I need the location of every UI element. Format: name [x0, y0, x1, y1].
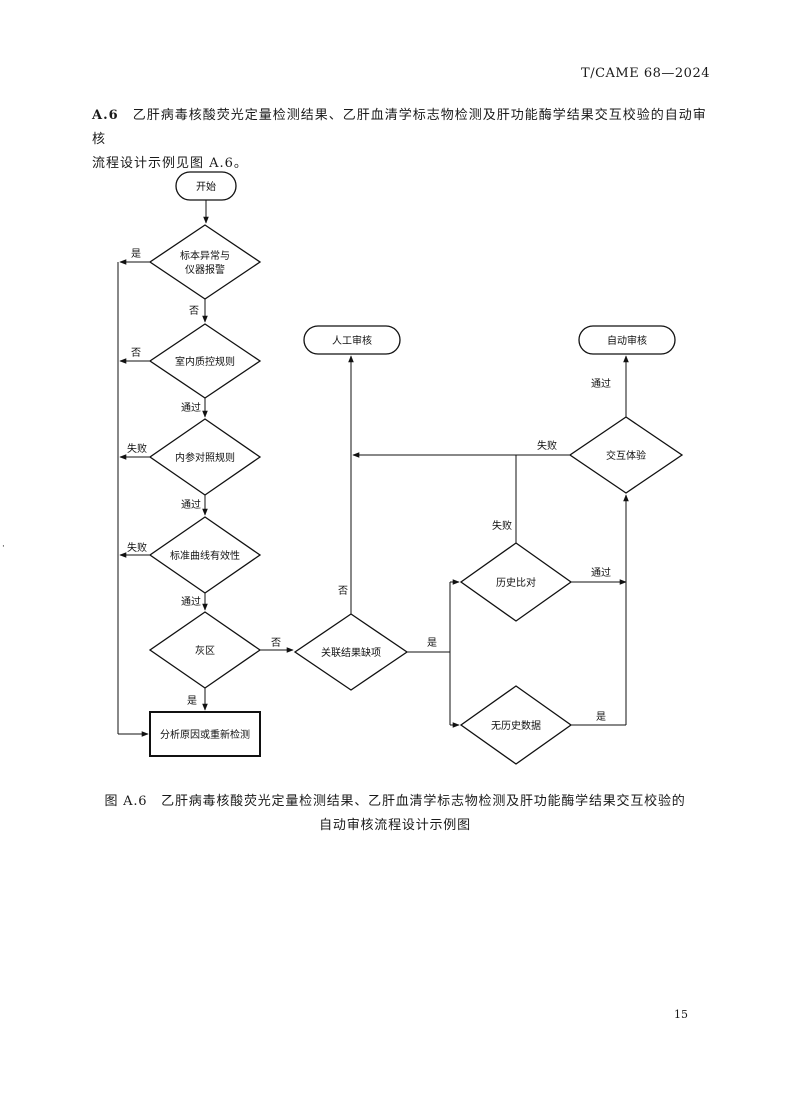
manual-review-terminal — [303, 325, 401, 355]
edge-label-iqc-no: 否 — [131, 347, 141, 359]
edge-label-alarm-no: 否 — [189, 305, 199, 317]
edge-label-missing-no: 否 — [338, 585, 348, 597]
edge-label-cross-pass: 通过 — [591, 377, 611, 390]
iqc-label: 室内质控规则 — [175, 355, 235, 368]
alarm-decision — [148, 224, 262, 300]
history-compare-decision — [459, 542, 573, 622]
manual-review-label: 人工审核 — [332, 334, 372, 347]
auto-review-label: 自动审核 — [607, 334, 647, 347]
edge-label-ref-pass: 通过 — [181, 498, 201, 511]
start-label: 开始 — [196, 180, 216, 193]
edge-label-alarm-yes: 是 — [131, 248, 141, 260]
edge-label-iqc-pass: 通过 — [181, 401, 201, 414]
standard-number: T/CAME 68—2024 — [581, 66, 710, 81]
related-missing-label: 关联结果缺项 — [321, 646, 381, 659]
left-margin-mark: · — [2, 542, 5, 552]
no-history-label: 无历史数据 — [491, 719, 541, 732]
edge-label-history-pass: 通过 — [591, 566, 611, 579]
analyze-label: 分析原因或重新检测 — [160, 728, 250, 741]
edge-label-curve-fail: 失败 — [127, 541, 147, 554]
intro-line-1: A.6 乙肝病毒核酸荧光定量检测结果、乙肝血清学标志物检测及肝功能酶学结果交互校… — [92, 104, 717, 152]
std-curve-label: 标准曲线有效性 — [170, 549, 240, 562]
intro-label: A.6 — [92, 108, 119, 123]
intro-line-2: 流程设计示例见图 A.6。 — [92, 156, 248, 171]
no-history-decision — [459, 685, 573, 765]
page-number: 15 — [674, 1008, 688, 1021]
alarm-label-1: 标本异常与 — [180, 249, 230, 262]
edge-label-history-fail: 失败 — [492, 519, 512, 532]
edge-label-cross-fail: 失败 — [537, 439, 557, 452]
edge-label-nohistory-yes: 是 — [596, 711, 606, 723]
alarm-label-2: 仪器报警 — [185, 263, 225, 276]
edge-label-missing-yes: 是 — [427, 637, 437, 649]
intro-text-1: 乙肝病毒核酸荧光定量检测结果、乙肝血清学标志物检测及肝功能酶学结果交互校验的自动… — [92, 108, 707, 147]
cross-check-decision — [568, 416, 684, 494]
history-compare-label: 历史比对 — [496, 576, 536, 589]
edge-label-curve-pass: 通过 — [181, 595, 201, 608]
figure-caption: 图 A.6 乙肝病毒核酸荧光定量检测结果、乙肝血清学标志物检测及肝功能酶学结果交… — [80, 790, 710, 838]
edge-label-gray-yes: 是 — [187, 695, 197, 707]
connectors — [117, 200, 629, 737]
auto-review-terminal — [578, 325, 676, 355]
caption-line-1: 图 A.6 乙肝病毒核酸荧光定量检测结果、乙肝血清学标志物检测及肝功能酶学结果交… — [104, 794, 686, 809]
intro-paragraph: A.6 乙肝病毒核酸荧光定量检测结果、乙肝血清学标志物检测及肝功能酶学结果交互校… — [92, 104, 717, 176]
cross-check-label: 交互体验 — [606, 449, 646, 462]
caption-line-2: 自动审核流程设计示例图 — [319, 818, 471, 833]
related-missing-decision — [293, 613, 409, 691]
edge-label-ref-fail: 失败 — [127, 442, 147, 455]
analyze-process — [149, 711, 261, 757]
edge-label-gray-no: 否 — [271, 637, 281, 649]
gray-zone-label: 灰区 — [195, 644, 215, 657]
internal-ref-label: 内参对照规则 — [175, 451, 235, 464]
